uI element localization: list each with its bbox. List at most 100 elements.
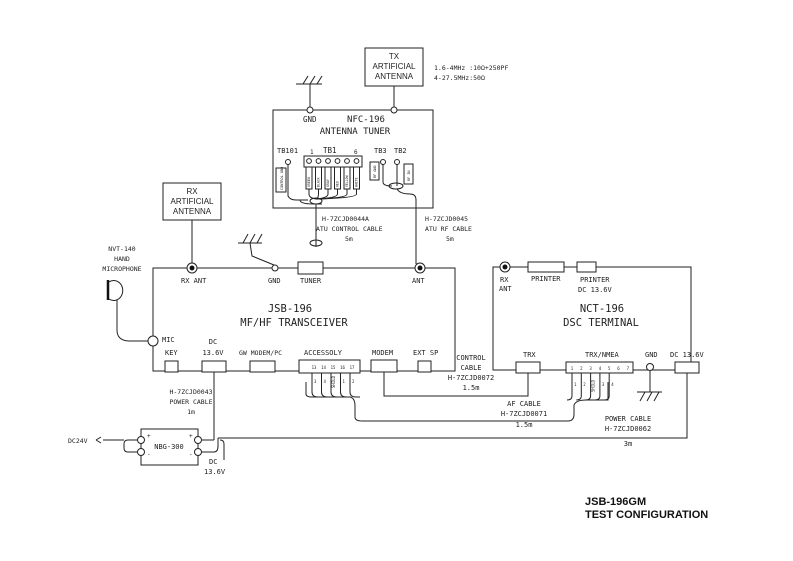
control-cable-line1: CONTROL	[456, 354, 486, 362]
accessory-wire	[311, 373, 322, 398]
tb2-label: TB2	[394, 147, 407, 155]
wire-color-label: GREEN	[307, 177, 311, 187]
wire-color-label: RED	[336, 181, 340, 187]
ps-minus-out: -	[189, 451, 193, 458]
accessory-wire	[340, 373, 351, 398]
power-cable-dsc-part: H-7ZCJD0062	[605, 425, 651, 433]
hand-microphone: NVT-140 HAND MICROPHONE	[102, 245, 148, 342]
printer-label: PRINTER	[531, 275, 561, 283]
transceiver-model: JSB-196	[268, 303, 312, 315]
wire-color-label: BLACK	[317, 177, 321, 187]
tuner-connector	[297, 261, 324, 275]
rf-in-label-box	[403, 163, 414, 185]
mic-line3: MICROPHONE	[102, 265, 141, 273]
ps-out-line2: 13.6V	[204, 468, 226, 476]
tuner-connector-label: TUNER	[300, 277, 322, 285]
dsc-rx-label-line1: RX	[500, 276, 509, 284]
dsc-gnd-label: GND	[645, 351, 658, 359]
title-subtitle: TEST CONFIGURATION	[585, 509, 708, 521]
dsc-name: DSC TERMINAL	[563, 317, 639, 329]
rx-antenna-line3: ANTENNA	[173, 207, 212, 216]
tx-artificial-antenna: TX ARTIFICIAL ANTENNA	[364, 47, 424, 87]
tb1-pin	[344, 158, 350, 164]
tuner-name: ANTENNA TUNER	[320, 127, 391, 137]
atu-control-cable-length: 5m	[345, 235, 353, 243]
trx-nmea-wire-label: 3	[602, 382, 605, 387]
accessory-pin-label: 16	[340, 365, 345, 370]
rx-antenna-line2: ARTIFICIAL	[171, 197, 215, 206]
trx-nmea-label: TRX/NMEA	[585, 351, 620, 359]
accessory-pin-label: 13	[312, 365, 317, 370]
rf-in-label: RF IN	[407, 170, 411, 181]
trx-nmea-wire	[585, 373, 592, 401]
trx-nmea-wire	[604, 373, 610, 401]
tuner-ant-terminal	[390, 106, 398, 114]
trx-nmea-wire-label: 2	[583, 382, 586, 387]
tb3-label: TB3	[374, 147, 387, 155]
ps-plus-out: +	[189, 433, 193, 440]
accessory-wire-label: 1	[343, 379, 346, 384]
trx-nmea-pin-label: 5	[608, 366, 611, 371]
atu-control-cable-name: ATU CONTROL CABLE	[316, 225, 383, 233]
power-cable-dsc-name: POWER CABLE	[605, 415, 651, 423]
tx-antenna-line1: TX	[389, 52, 400, 61]
atu-rf-cable-length: 5m	[446, 235, 454, 243]
dsc-trx-label: TRX	[523, 351, 536, 359]
trx-nmea-pin-label: 2	[580, 366, 583, 371]
ps-plus-in: +	[147, 433, 151, 440]
accessory-label: ACCESSOLY	[304, 349, 343, 357]
power-cable-dsc-length: 3m	[624, 440, 632, 448]
printer-connector	[527, 261, 565, 273]
power-cable-main-part: H-7ZCJD0043	[169, 388, 212, 396]
tb1-terminal-strip	[303, 155, 363, 168]
accessory-wire-label: SHILD	[331, 375, 336, 388]
control-cable-length: 1.5m	[463, 384, 480, 392]
trx-nmea-wire	[594, 373, 601, 401]
accessory-wire	[330, 373, 341, 398]
rx-artificial-antenna: RX ARTIFICIAL ANTENNA	[162, 182, 222, 221]
af-cable-length: 1.5m	[516, 421, 533, 429]
power-cable-main-length: 1m	[187, 408, 195, 416]
rx-ant-connector	[189, 265, 195, 271]
tb1-pin	[334, 158, 341, 164]
mic-label: MIC	[162, 336, 175, 344]
dc-label-line1: DC	[209, 338, 217, 346]
rx-antenna-line1: RX	[186, 187, 198, 196]
ant-connector	[417, 265, 423, 271]
key-label: KEY	[165, 349, 178, 357]
antenna-tuner: GND NFC-196 ANTENNA TUNER TB101 1 TB1 6 …	[272, 106, 434, 210]
accessory-connector	[298, 359, 361, 374]
trx-nmea-pin-label: 4	[599, 366, 602, 371]
trx-nmea-wire	[566, 373, 573, 401]
gw-modem-connector	[249, 360, 276, 373]
dsc-terminal: RX ANT PRINTER PRINTER DC 13.6V NCT-196 …	[492, 261, 705, 374]
title-model: JSB-196GM	[585, 496, 646, 508]
tb1-last-pin: 6	[354, 149, 358, 156]
dsc-dc-connector	[674, 361, 700, 374]
trx-nmea-wire	[576, 373, 582, 401]
control-gnd-label-box	[275, 167, 287, 193]
gw-modem-label: GW MODEM/PC	[239, 349, 282, 357]
tuner-gnd-label: GND	[303, 115, 317, 124]
tb101-label: TB101	[277, 147, 298, 155]
dc24v-label: DC24V	[68, 437, 88, 445]
trx-nmea-wire-label: 4	[611, 382, 614, 387]
key-connector	[164, 360, 179, 373]
atu-rf-cable-name: ATU RF CABLE	[425, 225, 472, 233]
dsc-trx-connector	[515, 361, 541, 374]
trx-nmea-pin-label: 3	[589, 366, 592, 371]
tb1-first-pin: 1	[310, 149, 314, 156]
ground-symbol	[296, 75, 323, 107]
tb1-pin	[325, 158, 331, 164]
rf-gnd-label: RF GND	[373, 165, 377, 178]
dc-connector	[201, 360, 227, 373]
control-gnd-label: CONTROL GND	[280, 167, 284, 190]
transceiver-gnd-label: GND	[268, 277, 281, 285]
accessory-pin-label: 17	[350, 365, 355, 370]
ps-minus-in: -	[147, 451, 151, 458]
transceiver-name: MF/HF TRANSCEIVER	[240, 317, 348, 329]
accessory-wire	[349, 373, 360, 398]
accessory-pin-label: 15	[331, 365, 336, 370]
modem-connector	[370, 359, 398, 373]
